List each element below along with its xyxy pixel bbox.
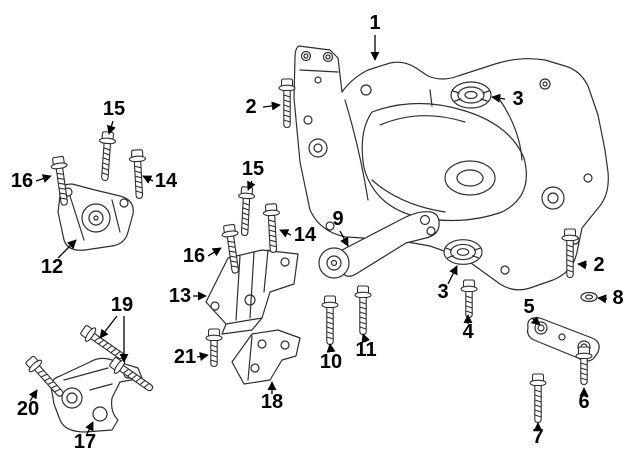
mount-bushing (81, 203, 111, 233)
callout-label-1: 1 (369, 12, 380, 34)
frame-hole (308, 138, 328, 158)
callout-label-18: 18 (261, 391, 283, 413)
callout-label-9: 9 (332, 208, 343, 230)
leader-16-mid (207, 247, 222, 257)
bolt-19-a (78, 322, 129, 365)
part-lower-bracket (231, 329, 301, 385)
callout-label-14-left: 14 (155, 170, 178, 192)
callout-label-4: 4 (462, 321, 474, 343)
callout-label-17: 17 (74, 431, 96, 453)
leader-2-left (262, 101, 281, 111)
arm-hole (419, 214, 431, 226)
callout-label-12: 12 (41, 256, 63, 278)
leader-11 (361, 333, 371, 344)
bolt-14-left (128, 149, 149, 200)
callout-label-21: 21 (174, 346, 196, 368)
callout-label-15-left: 15 (103, 98, 125, 120)
leader-lines (28, 35, 608, 435)
callout-label-10: 10 (320, 351, 342, 373)
callout-label-3-top: 3 (512, 88, 523, 110)
leader-16-left (35, 174, 52, 183)
leader-15-mid (247, 180, 256, 191)
tower-hole (322, 51, 334, 63)
callout-label-2-right: 2 (593, 254, 604, 276)
leader-2-right (577, 260, 588, 270)
callout-label-19: 19 (111, 294, 133, 316)
leader-3-top (491, 93, 506, 103)
leader-19-a (99, 315, 118, 339)
leader-15-left (107, 120, 116, 135)
frame-oval-hole (444, 160, 496, 196)
bolt-4 (460, 279, 478, 319)
arm-hole (426, 226, 436, 236)
frame-hole (541, 186, 565, 210)
leader-9 (339, 230, 349, 247)
callout-label-8: 8 (612, 287, 623, 309)
callout-label-2-left: 2 (245, 96, 256, 118)
part-mount-bushing-top (450, 81, 492, 109)
callout-label-6: 6 (578, 391, 589, 413)
callout-label-11: 11 (355, 339, 376, 361)
callout-label-13: 13 (169, 285, 191, 307)
leader-5 (530, 316, 541, 326)
part-subframe-crossmember (293, 45, 609, 291)
callout-label-3-center: 3 (437, 281, 448, 303)
bolt-21 (205, 328, 223, 368)
bracket-hole (534, 321, 548, 335)
leader-10 (326, 343, 336, 353)
bolt-11 (354, 285, 372, 336)
arm-bushing (318, 247, 350, 279)
callout-label-14-mid: 14 (294, 224, 317, 246)
leader-21 (196, 351, 209, 361)
part-washer (580, 291, 598, 303)
callout-label-7: 7 (532, 426, 543, 448)
bolt-2-left (278, 78, 296, 129)
callout-label-15-mid: 15 (242, 158, 264, 180)
callout-labels: 1 2 3 15 16 14 12 15 16 14 9 13 3 2 8 4 … (11, 12, 624, 453)
callout-label-16-mid: 16 (183, 245, 205, 267)
part-transmission-bracket (50, 357, 143, 433)
leader-3-center (447, 265, 458, 285)
bolt-10 (321, 295, 339, 346)
bolt-7 (529, 373, 547, 424)
leader-20 (28, 389, 38, 402)
leader-17 (85, 421, 94, 435)
part-support-bracket (205, 249, 299, 335)
bolt-15-left (96, 130, 117, 182)
bracket-hole (61, 387, 83, 409)
leader-14-mid (279, 229, 292, 238)
tower-hole (300, 50, 312, 62)
bolt-15-mid (235, 186, 256, 237)
leader-14-left (142, 175, 154, 184)
leader-8 (597, 294, 608, 304)
bolt-14-mid (262, 203, 283, 254)
part-engine-mount (57, 183, 134, 251)
bolt-6 (575, 346, 593, 386)
callout-label-16-left: 16 (11, 170, 33, 192)
leader-12 (57, 239, 77, 259)
part-mount-bushing-center (443, 239, 483, 265)
part-torque-arm (318, 211, 440, 279)
callout-label-20: 20 (17, 398, 39, 420)
callout-label-5: 5 (523, 296, 534, 318)
